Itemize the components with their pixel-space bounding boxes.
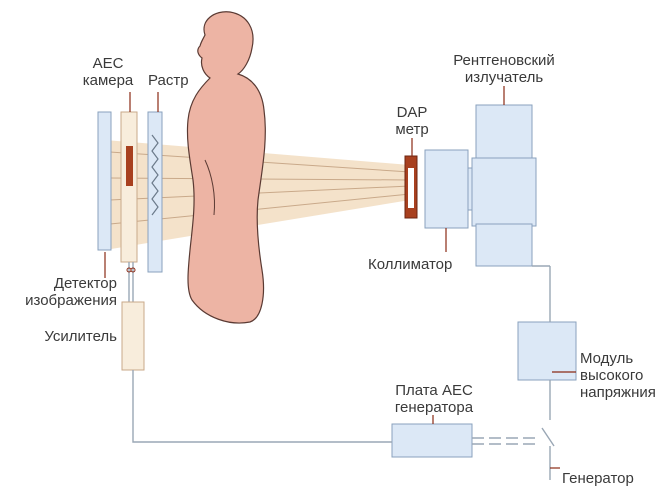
patient-figure — [186, 11, 266, 324]
label-xray-tube: Рентгеновский излучатель — [453, 52, 555, 86]
aec-camera — [120, 111, 138, 302]
aec-board — [391, 423, 473, 458]
label-dap-meter: DAP метр — [395, 104, 429, 138]
label-amplifier: Усилитель — [44, 328, 117, 345]
label-image-detector: Детектор изображения — [25, 275, 117, 309]
pointer-lines — [104, 86, 576, 469]
xray-tube — [471, 104, 537, 267]
label-collimator: Коллиматор — [368, 256, 453, 273]
label-hv-module: Модуль высокого напряжния — [580, 350, 656, 401]
dap-meter — [404, 155, 418, 219]
label-aec-board: Плата АЕС генератора — [394, 382, 474, 416]
amplifier — [121, 301, 145, 371]
collimator — [424, 149, 469, 229]
hv-module — [517, 321, 577, 381]
image-detector — [97, 111, 112, 251]
antiscatter-grid — [147, 111, 163, 273]
wiring — [132, 265, 555, 480]
label-grid: Растр — [148, 72, 189, 89]
label-aec-camera: АЕС камера — [82, 55, 134, 89]
label-generator: Генератор — [562, 470, 634, 487]
